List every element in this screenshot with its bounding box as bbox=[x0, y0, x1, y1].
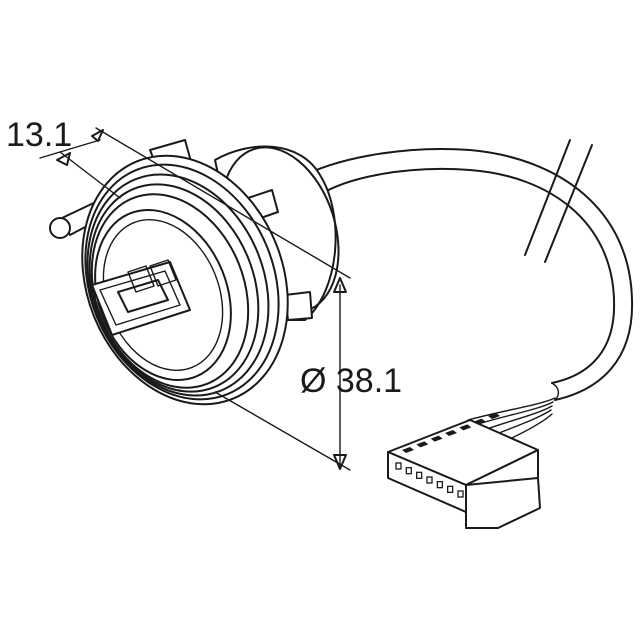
pin-slot-front bbox=[436, 481, 443, 489]
depth-dimension: 13.1 bbox=[6, 116, 351, 279]
pin-slot-top bbox=[473, 418, 486, 425]
diameter-label: Ø 38.1 bbox=[300, 362, 402, 400]
pin-slot-front bbox=[395, 462, 402, 470]
usb-socket bbox=[91, 259, 191, 336]
pin-slot-front bbox=[426, 476, 433, 484]
pin-slot-top bbox=[459, 424, 472, 431]
pin-slot-front bbox=[405, 467, 412, 475]
cable bbox=[299, 139, 634, 401]
pin-slot-top bbox=[445, 430, 457, 436]
pin-slot-top bbox=[416, 441, 429, 448]
depth-label: 13.1 bbox=[6, 116, 72, 154]
pin-slot-top bbox=[430, 435, 443, 442]
pin-slot-front bbox=[416, 471, 423, 479]
pin-slot-top bbox=[488, 413, 500, 419]
pin-slots bbox=[395, 413, 500, 498]
pin-slot-front bbox=[457, 490, 464, 498]
diameter-dimension: Ø 38.1 bbox=[214, 277, 402, 471]
pin-slot-top bbox=[402, 447, 414, 453]
pin-slot-front bbox=[447, 485, 454, 493]
